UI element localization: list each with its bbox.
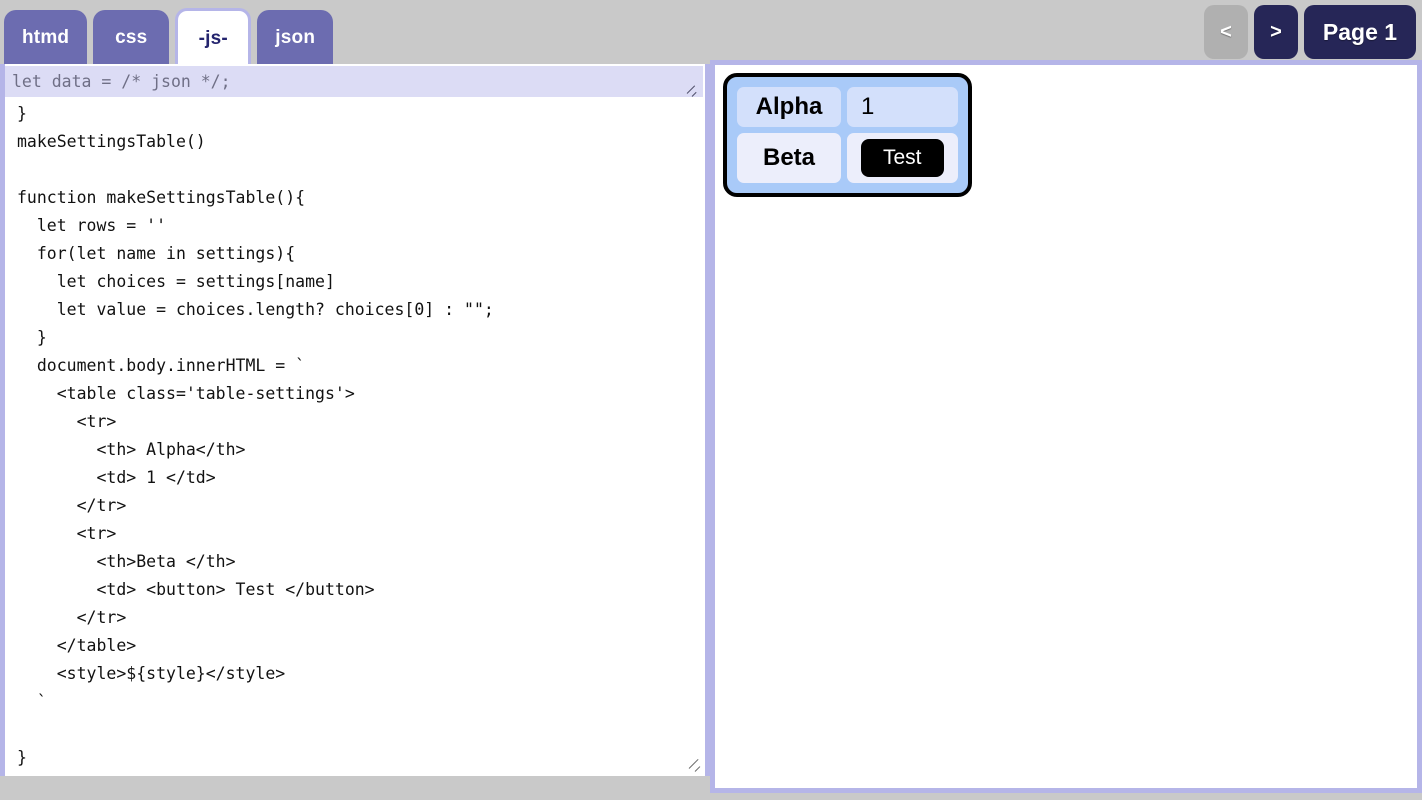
pager-controls: < > Page 1: [1204, 5, 1416, 59]
setting-value-beta: Test: [847, 133, 958, 183]
preview-render-surface: Alpha 1 Beta Test: [715, 65, 1417, 788]
data-declaration-editor[interactable]: [5, 66, 703, 97]
table-row: Alpha 1: [737, 87, 958, 127]
editor-tab-strip: htmd css -js- json: [0, 8, 334, 66]
tab-js[interactable]: -js-: [175, 8, 252, 66]
editor-pane: [0, 64, 710, 776]
preview-pane: Alpha 1 Beta Test: [710, 60, 1422, 793]
tab-htmd[interactable]: htmd: [4, 10, 88, 66]
prev-page-button[interactable]: <: [1204, 5, 1248, 59]
setting-value-alpha: 1: [847, 87, 958, 127]
top-bar: htmd css -js- json < > Page 1: [0, 0, 1422, 66]
test-button[interactable]: Test: [861, 139, 944, 177]
js-code-editor[interactable]: [0, 64, 710, 776]
next-page-button[interactable]: >: [1254, 5, 1298, 59]
table-row: Beta Test: [737, 133, 958, 183]
setting-name-beta: Beta: [737, 133, 841, 183]
tab-json[interactable]: json: [257, 10, 334, 66]
page-indicator-button[interactable]: Page 1: [1304, 5, 1416, 59]
settings-table: Alpha 1 Beta Test: [723, 73, 972, 197]
setting-name-alpha: Alpha: [737, 87, 841, 127]
tab-css[interactable]: css: [93, 10, 170, 66]
